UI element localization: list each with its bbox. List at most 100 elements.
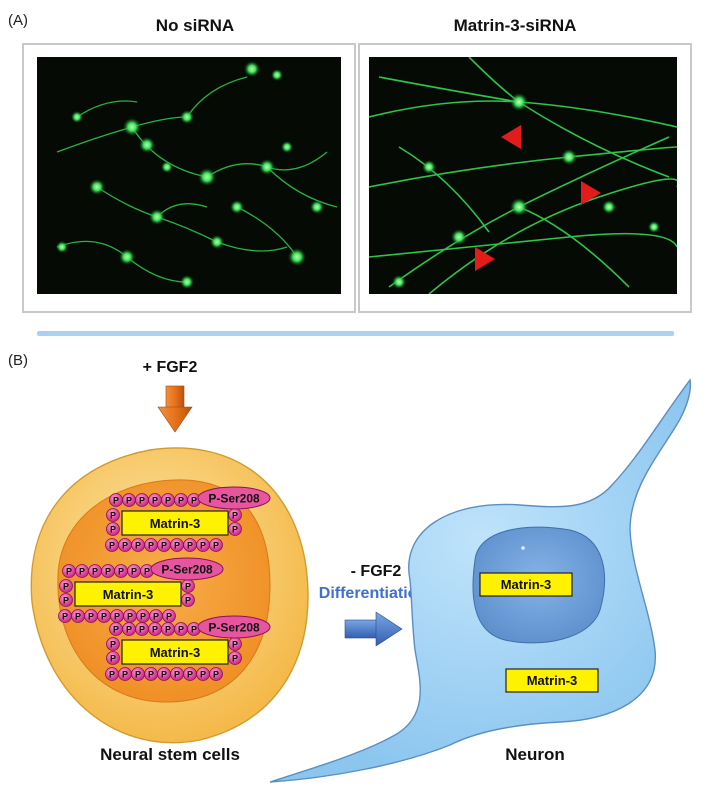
phospho-label: P: [140, 612, 146, 622]
phospho-label: P: [200, 670, 206, 680]
neuron-nuclear-matrin3: Matrin-3: [479, 572, 573, 597]
phospho-label: P: [152, 496, 158, 506]
phospho-label: P: [135, 541, 141, 551]
matrin3-box: [121, 639, 229, 665]
phospho-label: P: [148, 670, 154, 680]
phospho-label: P: [232, 511, 238, 521]
red-arrow-marker-1: [501, 125, 521, 149]
phospho-label: P: [165, 625, 171, 635]
phospho-label: P: [139, 496, 145, 506]
phospho-label: P: [174, 670, 180, 680]
phospho-label: P: [135, 670, 141, 680]
phospho-label: P: [213, 541, 219, 551]
stem-cell-caption: Neural stem cells: [100, 745, 240, 764]
p-ser208-label: P-Ser208: [161, 563, 213, 577]
red-arrow-marker-3: [475, 247, 495, 271]
phospho-bead: [59, 579, 73, 593]
phospho-label: P: [126, 496, 132, 506]
matrin3-label: Matrin-3: [150, 516, 201, 531]
phospho-label: P: [66, 567, 72, 577]
phospho-label: P: [110, 640, 116, 650]
phospho-bead: [209, 538, 223, 552]
phospho-label: P: [88, 612, 94, 622]
phospho-bead: [209, 667, 223, 681]
phospho-label: P: [131, 567, 137, 577]
phospho-label: P: [118, 567, 124, 577]
phospho-label: P: [165, 496, 171, 506]
phospho-label: P: [232, 654, 238, 664]
panel-a-tag: (A): [8, 12, 28, 29]
phospho-label: P: [114, 612, 120, 622]
phospho-label: P: [109, 670, 115, 680]
phospho-label: P: [153, 612, 159, 622]
phospho-label: P: [232, 640, 238, 650]
matrin3-box: [121, 510, 229, 536]
phospho-label: P: [178, 625, 184, 635]
phospho-label: P: [126, 625, 132, 635]
panel-separator: [37, 331, 674, 336]
fgf2-remove-label: - FGF2: [351, 563, 402, 580]
phospho-label: P: [187, 541, 193, 551]
phospho-bead: [106, 522, 120, 536]
phospho-label: P: [113, 625, 119, 635]
phospho-label: P: [152, 625, 158, 635]
phospho-bead: [106, 508, 120, 522]
phospho-label: P: [110, 654, 116, 664]
matrin3-label: Matrin-3: [150, 645, 201, 660]
phospho-label: P: [122, 541, 128, 551]
phospho-label: P: [63, 582, 69, 592]
red-arrow-marker-2: [581, 181, 601, 205]
phospho-bead: [106, 651, 120, 665]
phospho-label: P: [144, 567, 150, 577]
panel-b-tag: (B): [8, 352, 28, 369]
phospho-bead: [106, 637, 120, 651]
phospho-label: P: [110, 525, 116, 535]
micrograph-frame-matrin3-sirna: [358, 43, 692, 313]
add-fgf2-arrow: [157, 385, 193, 433]
p-ser208-badge: [197, 486, 271, 510]
phospho-label: P: [174, 541, 180, 551]
differentiation-label: Differentiation: [319, 585, 427, 602]
micrograph-no-sirna: [37, 57, 341, 294]
phospho-label: P: [187, 670, 193, 680]
matrin3-label: Matrin-3: [527, 673, 578, 688]
matrin3-label: Matrin-3: [501, 577, 552, 592]
phospho-label: P: [122, 670, 128, 680]
p-ser208-label: P-Ser208: [208, 621, 260, 635]
fgf2-add-label: + FGF2: [143, 359, 198, 376]
phospho-label: P: [178, 496, 184, 506]
p-ser208-label: P-Ser208: [208, 492, 260, 506]
matrin3-label: Matrin-3: [103, 587, 154, 602]
neuron-caption: Neuron: [505, 745, 565, 764]
phospho-label: P: [191, 496, 197, 506]
micrograph-frame-no-sirna: [22, 43, 356, 313]
p-ser208-badge: [150, 557, 224, 581]
phospho-label: P: [185, 582, 191, 592]
phospho-label: P: [109, 541, 115, 551]
phospho-label: P: [79, 567, 85, 577]
phospho-label: P: [63, 596, 69, 606]
matrin3-box: [74, 581, 182, 607]
phospho-label: P: [191, 625, 197, 635]
phospho-label: P: [101, 612, 107, 622]
phospho-label: P: [166, 612, 172, 622]
phospho-label: P: [105, 567, 111, 577]
phospho-label: P: [75, 612, 81, 622]
phospho-label: P: [139, 625, 145, 635]
phospho-label: P: [110, 511, 116, 521]
phospho-label: P: [200, 541, 206, 551]
phospho-label: P: [185, 596, 191, 606]
phospho-bead: [59, 593, 73, 607]
phospho-label: P: [161, 541, 167, 551]
phospho-label: P: [113, 496, 119, 506]
phospho-label: P: [62, 612, 68, 622]
phospho-label: P: [148, 541, 154, 551]
panel-a-right-title: Matrin-3-siRNA: [453, 16, 577, 35]
phospho-label: P: [232, 525, 238, 535]
p-ser208-badge: [197, 615, 271, 639]
panel-a-left-title: No siRNA: [155, 16, 235, 35]
